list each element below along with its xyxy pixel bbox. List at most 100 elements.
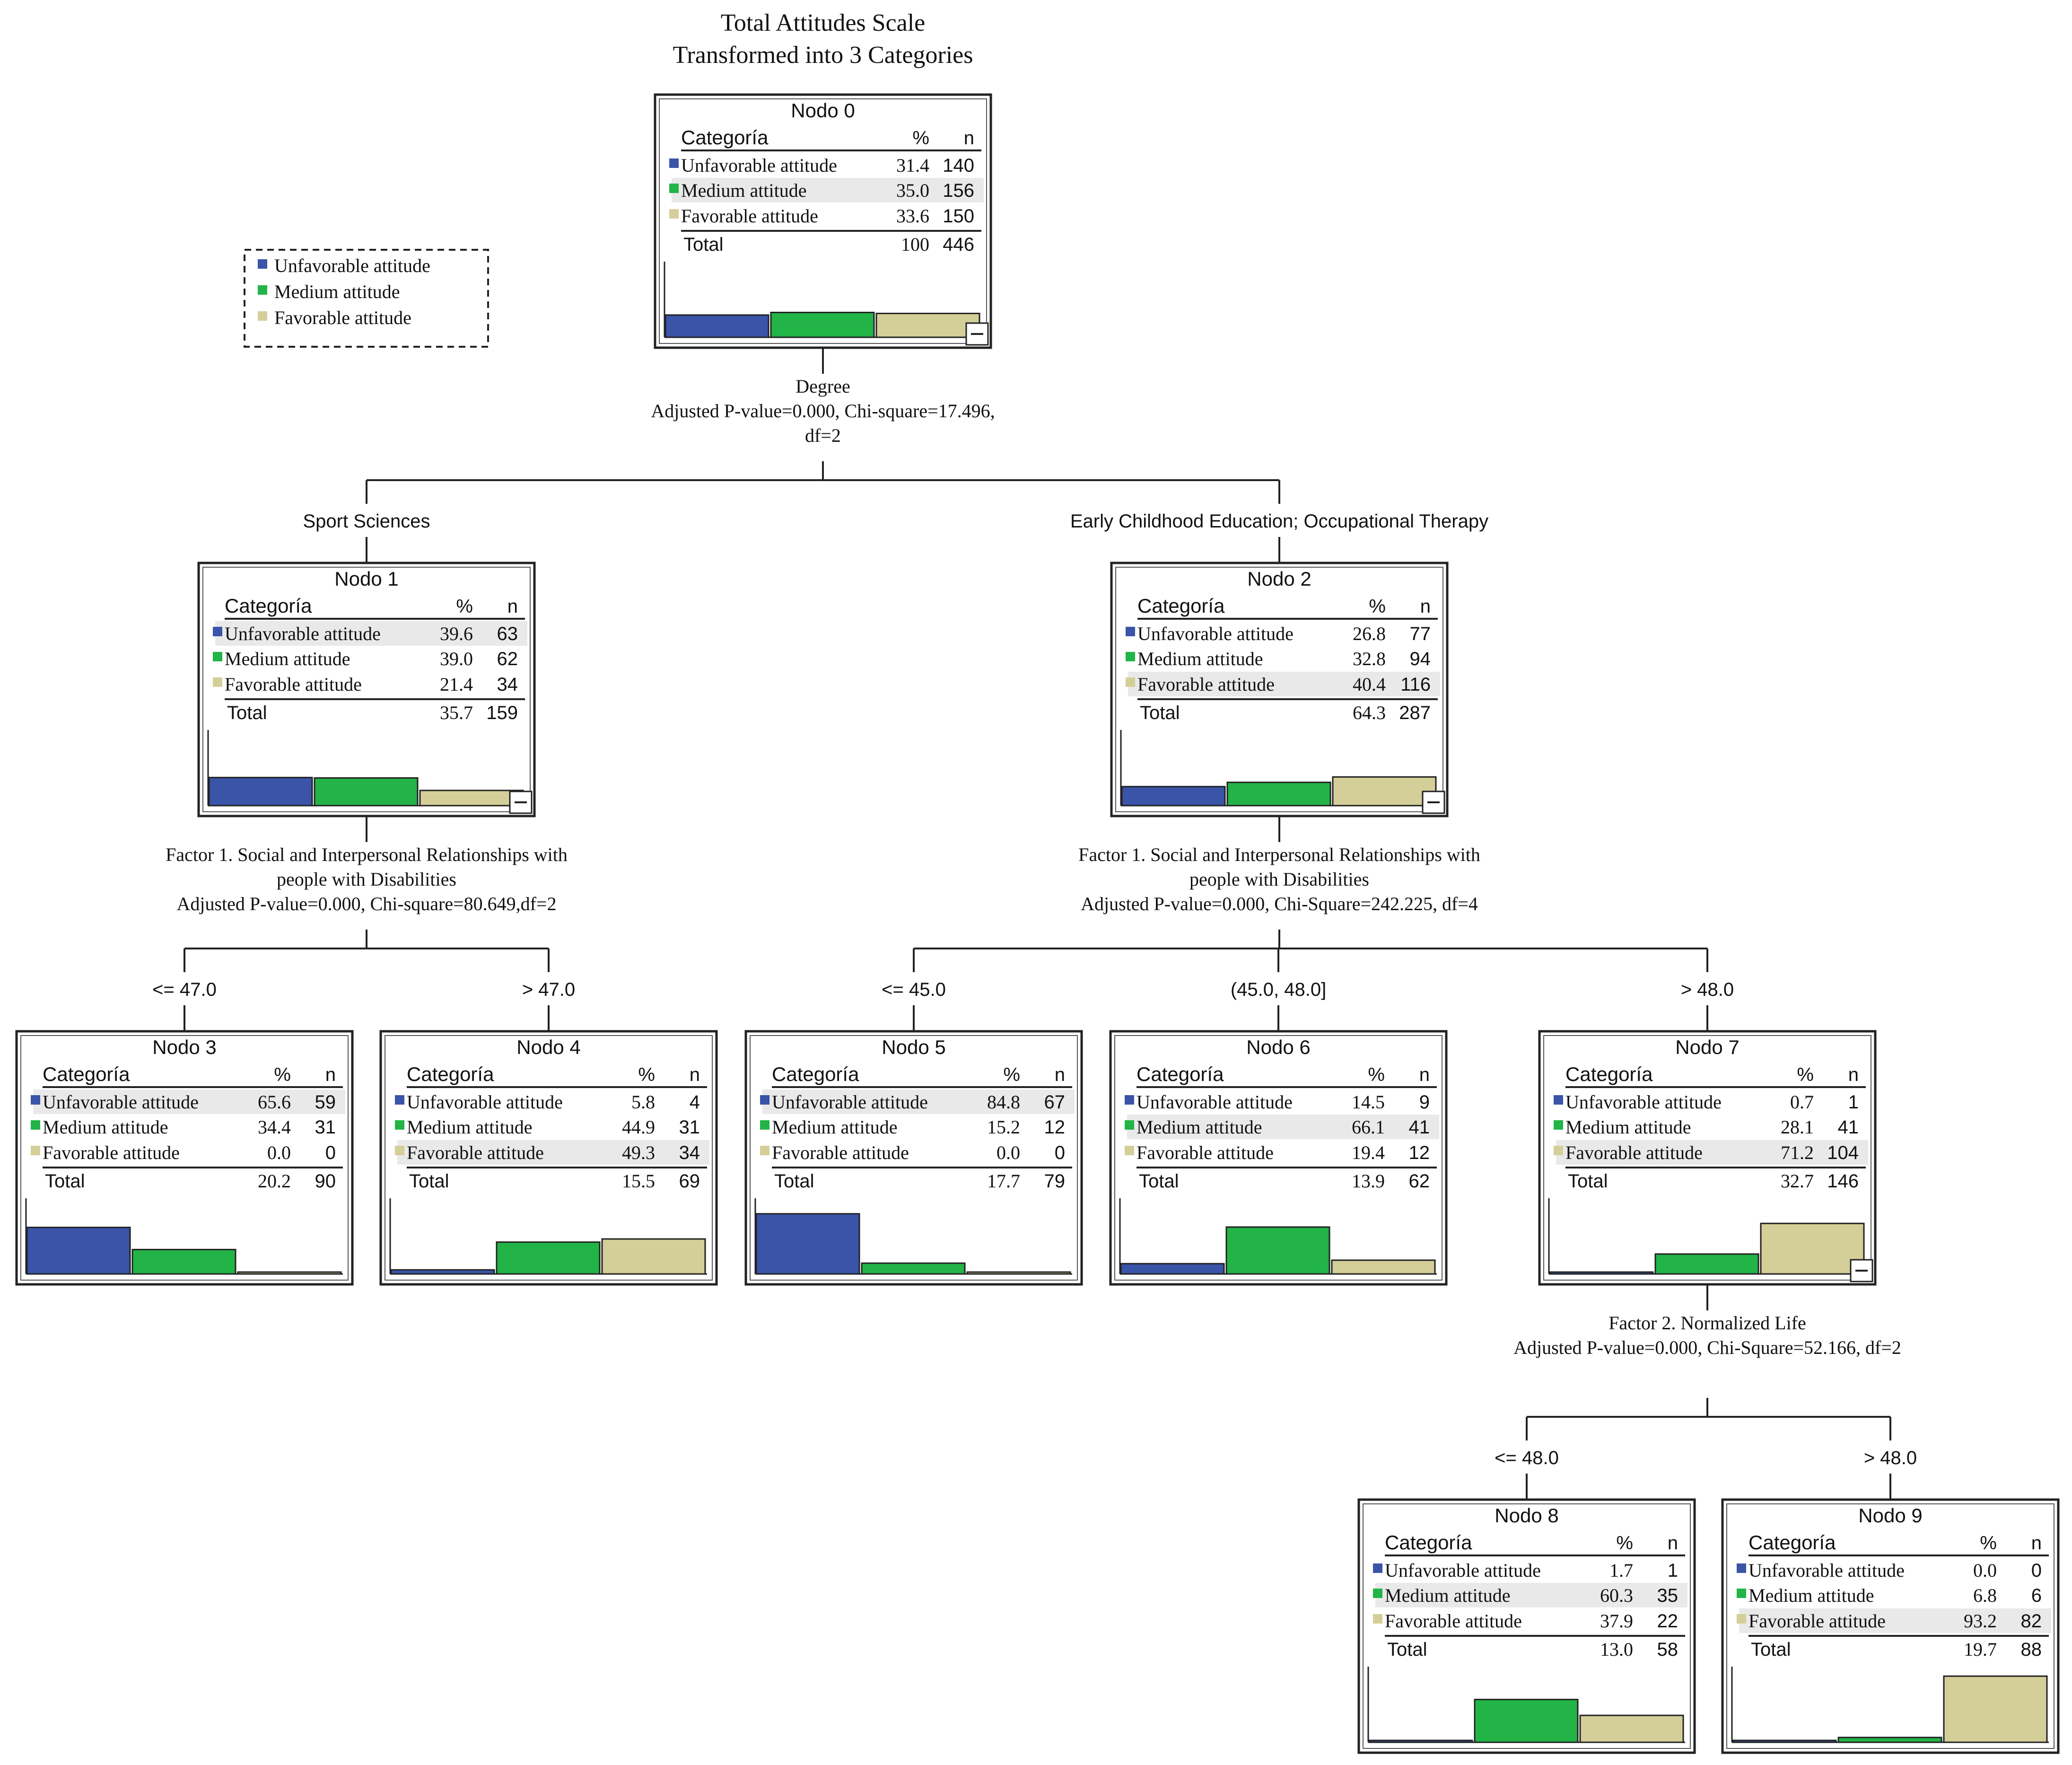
- swatch-unfavorable: [1125, 1095, 1134, 1105]
- bar-medium: [496, 1241, 601, 1275]
- collapse-icon[interactable]: [1422, 790, 1445, 814]
- total-percent: 100: [901, 234, 929, 255]
- swatch-favorable: [213, 677, 222, 687]
- category-label: Unfavorable attitude: [1137, 1091, 1293, 1113]
- total-n: 146: [1827, 1171, 1859, 1192]
- bar-favorable: [875, 313, 980, 338]
- bar-medium: [314, 777, 419, 807]
- node-title: Nodo 9: [1858, 1504, 1922, 1527]
- bar-favorable: [1332, 776, 1437, 807]
- node-inner-frame: [1115, 567, 1443, 812]
- header-percent: %: [1368, 1064, 1385, 1085]
- swatch-unfavorable: [395, 1095, 404, 1105]
- edge-label-node-2: Early Childhood Education; Occupational …: [1070, 511, 1488, 532]
- swatch-favorable: [669, 209, 679, 219]
- percent-value: 21.4: [440, 674, 473, 695]
- n-value: 34: [497, 674, 518, 695]
- category-label: Unfavorable attitude: [43, 1091, 199, 1113]
- split-label-node-1: people with Disabilities: [277, 869, 456, 890]
- collapse-icon[interactable]: [509, 790, 533, 814]
- header-percent: %: [456, 596, 473, 617]
- node-title: Nodo 2: [1247, 568, 1311, 590]
- n-value: 0: [2031, 1560, 2042, 1581]
- total-percent: 19.7: [1964, 1639, 1997, 1660]
- category-label: Medium attitude: [1749, 1585, 1874, 1606]
- bar-medium: [1474, 1699, 1579, 1743]
- total-percent: 15.5: [622, 1170, 655, 1192]
- row-highlight: [33, 1089, 345, 1114]
- percent-value: 28.1: [1781, 1116, 1814, 1138]
- n-value: 1: [1668, 1560, 1678, 1581]
- percent-value: 44.9: [622, 1116, 655, 1138]
- category-label: Favorable attitude: [1137, 1142, 1274, 1163]
- header-n: n: [1420, 596, 1431, 617]
- header-n: n: [1419, 1064, 1430, 1085]
- bar-favorable: [237, 1271, 342, 1275]
- n-value: 140: [943, 155, 974, 176]
- edge-label-node-9: > 48.0: [1864, 1448, 1917, 1468]
- percent-value: 84.8: [987, 1091, 1020, 1113]
- swatch-medium: [31, 1120, 40, 1130]
- total-n: 159: [486, 702, 518, 723]
- bar-unfavorable: [1732, 1739, 1837, 1743]
- swatch-medium: [1737, 1589, 1746, 1598]
- category-label: Unfavorable attitude: [225, 623, 381, 644]
- legend-swatch-favorable: [258, 311, 267, 321]
- percent-value: 34.4: [258, 1116, 291, 1138]
- bar-unfavorable: [1121, 786, 1226, 807]
- category-label: Favorable attitude: [1137, 674, 1275, 695]
- category-label: Favorable attitude: [225, 674, 362, 695]
- percent-value: 15.2: [987, 1116, 1020, 1138]
- header-percent: %: [1980, 1533, 1997, 1554]
- collapse-icon[interactable]: [965, 322, 989, 346]
- total-label: Total: [1751, 1639, 1791, 1660]
- bar-favorable: [966, 1271, 1071, 1275]
- split-label-node-2: Adjusted P-value=0.000, Chi-Square=242.2…: [1081, 893, 1478, 914]
- n-value: 12: [1409, 1142, 1430, 1163]
- n-value: 94: [1410, 649, 1431, 669]
- connector-node-7: [1526, 1284, 1891, 1500]
- row-highlight: [762, 1089, 1075, 1114]
- total-label: Total: [683, 234, 724, 255]
- swatch-unfavorable: [760, 1095, 769, 1105]
- swatch-medium: [1373, 1589, 1382, 1598]
- row-highlight: [1739, 1608, 2051, 1633]
- header-category: Categoría: [1749, 1531, 1836, 1554]
- header-category: Categoría: [681, 126, 769, 149]
- n-value: 0: [325, 1142, 336, 1163]
- header-n: n: [690, 1064, 700, 1085]
- header-percent: %: [638, 1064, 655, 1085]
- total-label: Total: [45, 1171, 85, 1192]
- swatch-unfavorable: [1737, 1563, 1746, 1573]
- header-category: Categoría: [1137, 1063, 1224, 1085]
- header-n: n: [1055, 1064, 1065, 1085]
- bar-unfavorable: [208, 777, 313, 807]
- node-inner-frame: [1114, 1035, 1443, 1281]
- node-title: Nodo 8: [1495, 1504, 1558, 1527]
- split-label-node-2: Factor 1. Social and Interpersonal Relat…: [1078, 844, 1480, 865]
- edge-label-node-7: > 48.0: [1681, 979, 1734, 1000]
- swatch-favorable: [31, 1146, 40, 1155]
- percent-value: 0.0: [267, 1142, 291, 1163]
- split-label-node-2: people with Disabilities: [1189, 869, 1369, 890]
- n-value: 116: [1400, 674, 1431, 695]
- category-label: Unfavorable attitude: [1137, 623, 1294, 644]
- split-label-node-0: Adjusted P-value=0.000, Chi-square=17.49…: [651, 400, 995, 421]
- category-label: Unfavorable attitude: [681, 155, 837, 176]
- node-inner-frame: [659, 98, 987, 344]
- bar-favorable: [601, 1238, 706, 1275]
- category-label: Unfavorable attitude: [407, 1091, 563, 1113]
- collapse-icon[interactable]: [1850, 1259, 1873, 1282]
- percent-value: 40.4: [1353, 674, 1386, 695]
